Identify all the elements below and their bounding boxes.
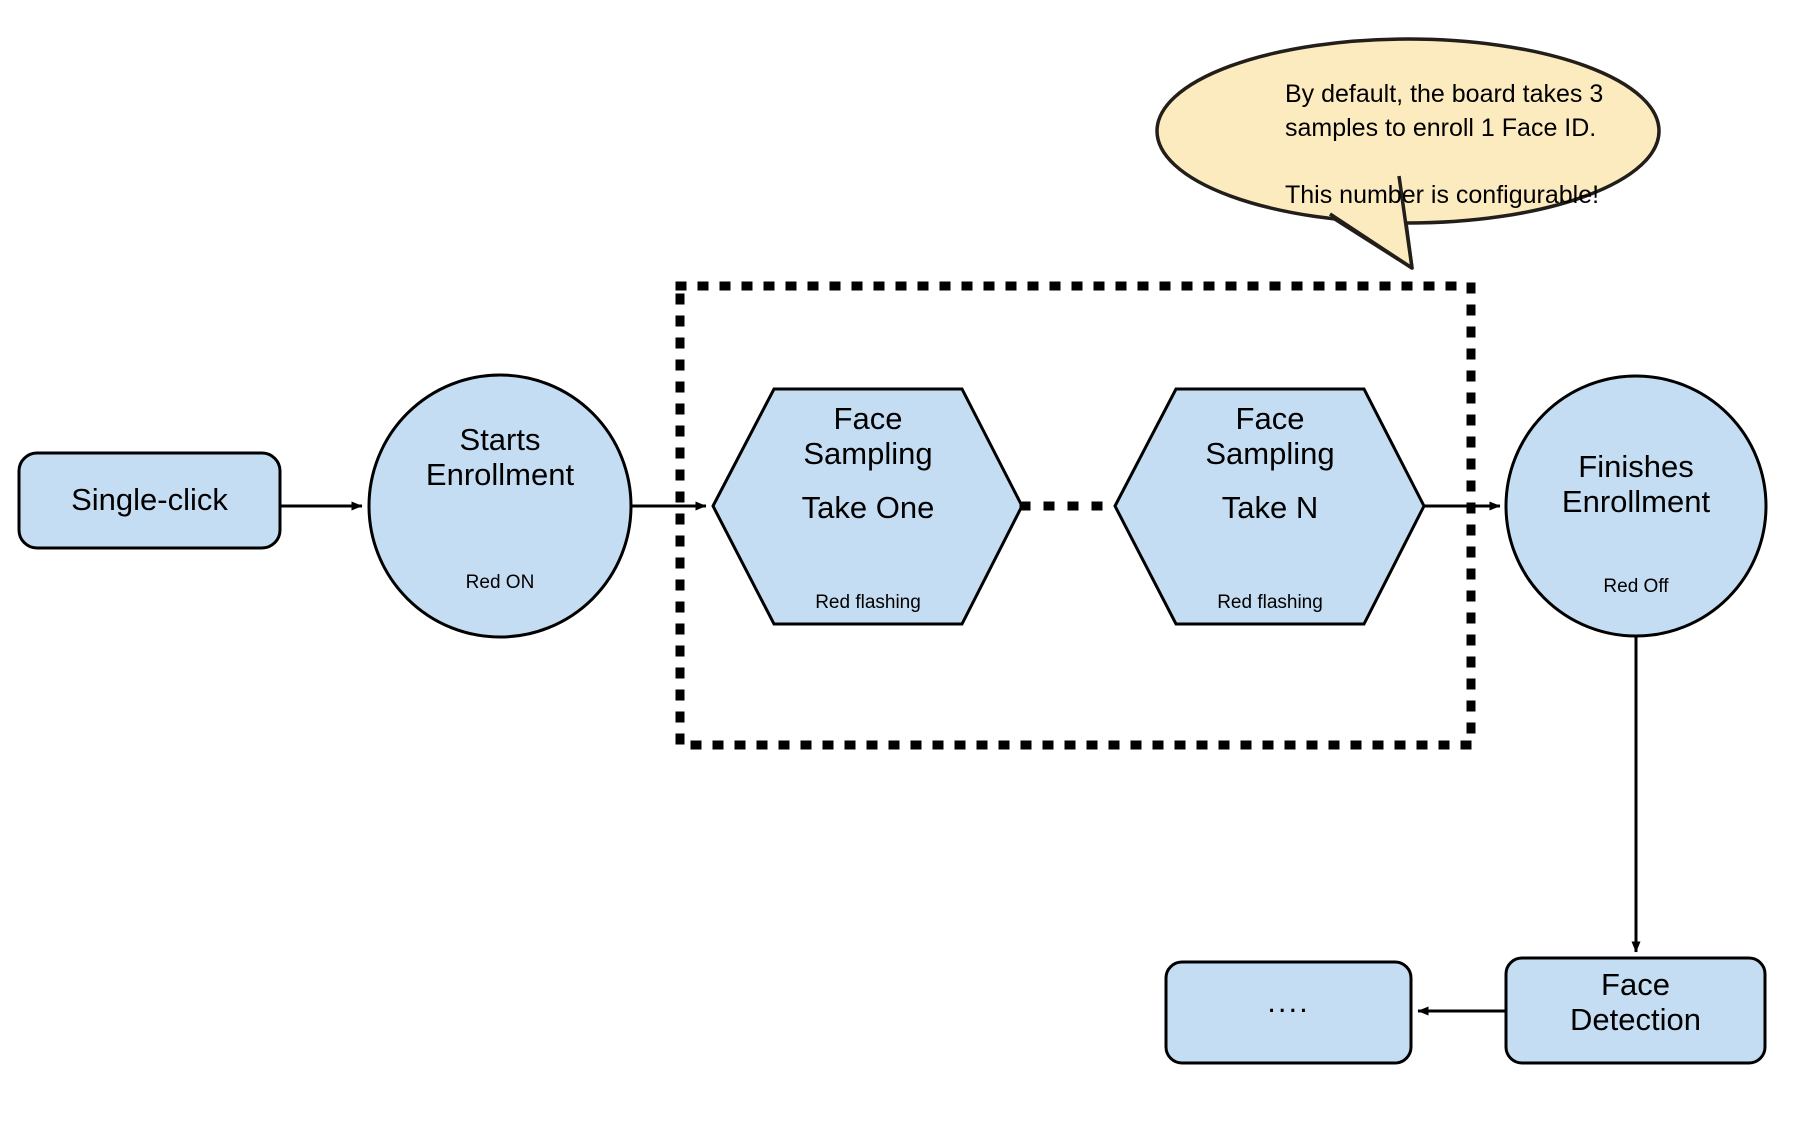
node-face-sampling-take-one-shape[interactable] (711, 387, 1024, 626)
node-ellipsis-shape[interactable] (1164, 960, 1413, 1065)
node-starts-enrollment-shape[interactable] (367, 373, 633, 639)
node-face-sampling-take-n-shape[interactable] (1113, 387, 1426, 626)
callout-tail-overlay (1329, 175, 1414, 270)
sampling-loop-group (675, 281, 1476, 750)
node-finishes-enrollment-shape[interactable] (1504, 374, 1768, 638)
node-single-click-shape[interactable] (17, 451, 282, 550)
node-face-detection-shape[interactable] (1504, 956, 1767, 1065)
callout-balloon (1155, 37, 1661, 225)
